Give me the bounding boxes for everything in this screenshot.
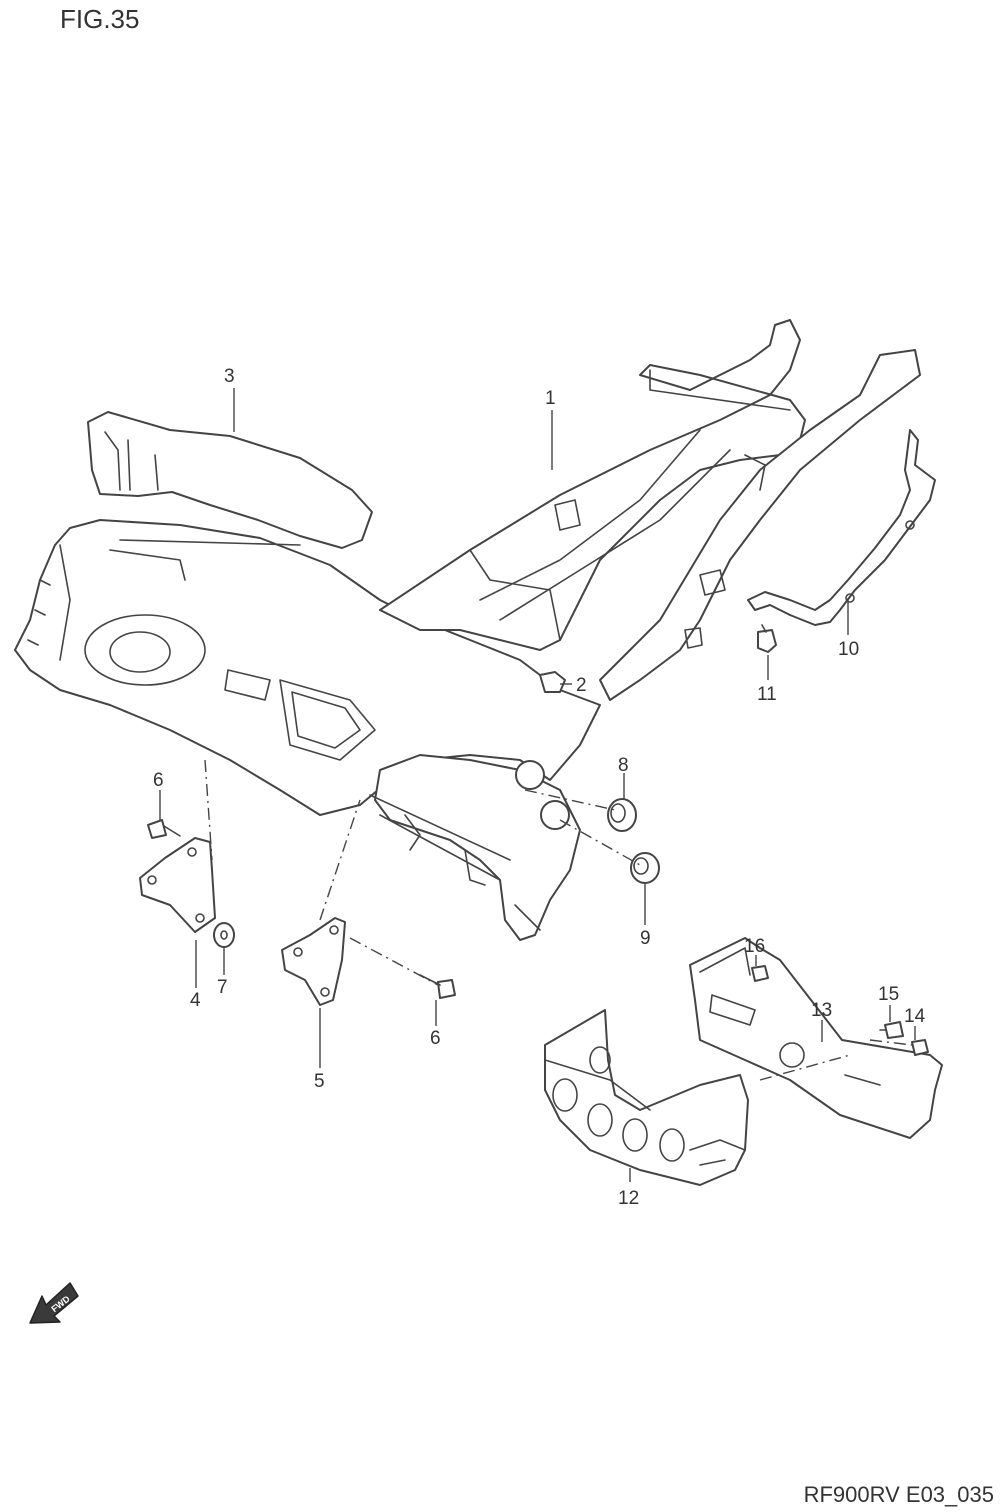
part-4-engine-bracket[interactable] <box>139 837 216 933</box>
part-15-fastener[interactable] <box>879 1021 904 1039</box>
callout-9: 9 <box>640 928 651 949</box>
part-6-bolt-upper[interactable] <box>147 819 181 839</box>
callout-6-lower: 6 <box>430 1028 441 1049</box>
callout-labels: 3 1 2 6 4 7 5 6 8 9 10 11 12 13 14 15 16 <box>153 366 926 1209</box>
callout-6-upper: 6 <box>153 770 164 791</box>
part-1-main-frame[interactable] <box>14 319 921 941</box>
part-12-lower-guard[interactable] <box>544 1009 749 1186</box>
part-7-washer[interactable] <box>213 922 235 948</box>
callout-13: 13 <box>811 1000 832 1021</box>
fwd-arrow-icon: FWD <box>29 1282 79 1324</box>
part-13-skid-plate[interactable] <box>689 937 943 1139</box>
callout-7: 7 <box>217 977 228 998</box>
callout-1: 1 <box>545 388 556 409</box>
callout-5: 5 <box>314 1071 325 1092</box>
callout-15: 15 <box>878 984 899 1005</box>
callout-16: 16 <box>744 936 765 957</box>
callout-2: 2 <box>576 675 587 696</box>
diagram-code: RF900RV E03_035 <box>803 1482 994 1507</box>
callout-11: 11 <box>757 684 777 705</box>
part-2-clip[interactable] <box>539 671 566 693</box>
figure-title: FIG.35 <box>60 4 140 34</box>
part-3-frame-cover[interactable] <box>87 411 373 549</box>
part-5-engine-bracket[interactable] <box>281 917 346 1006</box>
part-8-bushing[interactable] <box>607 798 637 832</box>
part-10-bracket[interactable] <box>747 429 936 626</box>
assembly-lines <box>204 759 913 1081</box>
part-14-fastener[interactable] <box>911 1039 929 1056</box>
part-6-bolt-lower[interactable] <box>419 974 456 999</box>
part-9-bushing[interactable] <box>630 852 660 884</box>
callout-12: 12 <box>618 1188 639 1209</box>
callout-14: 14 <box>904 1006 926 1027</box>
callout-3: 3 <box>224 366 235 387</box>
part-11-bolt[interactable] <box>757 624 777 653</box>
callout-8: 8 <box>618 755 629 776</box>
callout-10: 10 <box>838 639 859 660</box>
leader-lines <box>159 388 916 1182</box>
part-16-fastener[interactable] <box>751 965 769 982</box>
callout-4: 4 <box>190 990 201 1011</box>
